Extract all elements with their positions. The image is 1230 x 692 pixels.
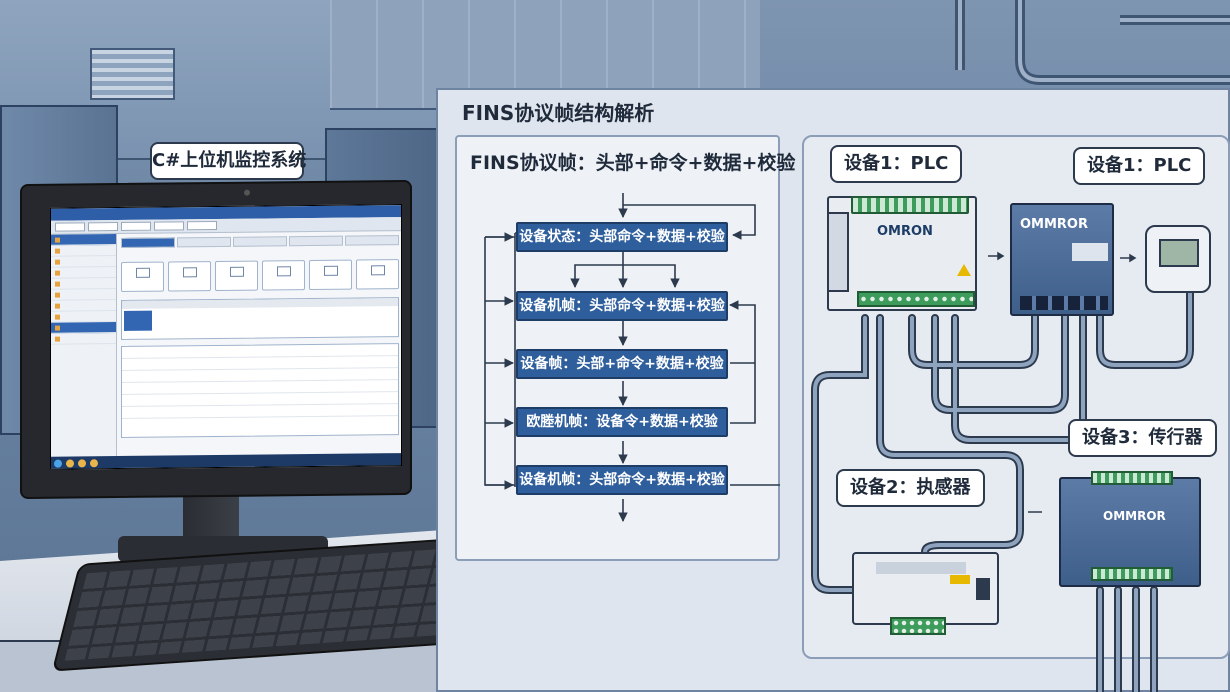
flow-step-device-frame: 设备机帧：头部命令+数据+校验 xyxy=(516,291,728,321)
flow-connectors xyxy=(484,193,780,522)
sidebar-item[interactable] xyxy=(51,311,116,323)
device-icon xyxy=(229,266,244,277)
terminal-block xyxy=(851,196,969,214)
app-tab[interactable] xyxy=(289,235,343,247)
device2-label: 设备2：执感器 xyxy=(836,469,985,507)
monitor-screen xyxy=(50,204,402,470)
sidebar-item[interactable] xyxy=(51,333,116,345)
sidebar-item[interactable] xyxy=(51,322,116,334)
device-icon xyxy=(135,267,150,278)
plc-device-2: OMMROR xyxy=(1010,203,1114,316)
app-tab[interactable] xyxy=(345,235,399,246)
actuator-device xyxy=(852,552,999,635)
toolbar-button[interactable] xyxy=(55,222,85,232)
status-panel xyxy=(121,297,399,340)
app-tab[interactable] xyxy=(177,236,231,248)
sidebar-item[interactable] xyxy=(51,267,116,279)
toolbar-button[interactable] xyxy=(154,221,184,231)
device-card[interactable] xyxy=(356,259,399,290)
toolbar-button[interactable] xyxy=(88,222,118,232)
plc-side-module xyxy=(827,212,849,292)
toolbar-button[interactable] xyxy=(121,221,151,231)
device-icon xyxy=(323,265,338,276)
app-toolbar xyxy=(51,217,402,235)
monitor-system-label: C#上位机监控系统 xyxy=(150,142,306,180)
terminal-block xyxy=(1091,471,1173,485)
plc-brand: OMRON xyxy=(877,224,933,239)
app-main-area xyxy=(121,235,399,452)
taskbar xyxy=(51,453,402,470)
background-pipes xyxy=(955,0,1230,85)
taskbar-app-icon[interactable] xyxy=(78,459,86,468)
device-card[interactable] xyxy=(262,260,305,291)
device-icon xyxy=(182,267,197,278)
monitor xyxy=(20,179,412,500)
terminal-block xyxy=(890,617,946,635)
monitor-stand-neck xyxy=(183,495,239,543)
plc2-brand: OMMROR xyxy=(1020,217,1088,232)
actuator-top xyxy=(876,562,966,574)
plc2-nameplate xyxy=(1072,243,1108,261)
toolbar-button[interactable] xyxy=(187,220,217,231)
webcam-icon xyxy=(244,189,250,196)
sensor-brand: OMMROR xyxy=(1103,509,1166,523)
plc-device-1: OMRON xyxy=(827,196,977,311)
app-sidebar xyxy=(51,234,117,457)
status-highlight-cell xyxy=(124,310,152,331)
flow-step-device-frame-2: 设备帧：头部+命令+数据+校验 xyxy=(516,349,728,379)
device-card[interactable] xyxy=(215,260,258,292)
device-card[interactable] xyxy=(309,259,352,291)
warning-icon xyxy=(957,264,971,276)
plc2-ports xyxy=(1020,296,1108,310)
flow-step-omron-frame: 欧塍机帧：设备令+数据+校验 xyxy=(516,407,728,437)
actuator-indicator xyxy=(950,575,970,584)
sidebar-item[interactable] xyxy=(51,245,116,257)
hmi-display-device xyxy=(1145,225,1211,293)
sidebar-item[interactable] xyxy=(51,289,116,301)
terminal-block xyxy=(1091,567,1173,581)
sidebar-item[interactable] xyxy=(51,234,116,246)
wall-vent xyxy=(90,48,175,100)
device-card[interactable] xyxy=(168,261,211,292)
device-icon xyxy=(370,265,385,276)
terminal-block xyxy=(857,291,975,307)
device1-plc-label-2: 设备1：PLC xyxy=(1073,147,1206,185)
device-card[interactable] xyxy=(121,261,164,292)
fins-frame-subtitle: FINS协议帧：头部+命令+数据+校验 xyxy=(470,152,796,174)
device1-plc-label: 设备1：PLC xyxy=(830,145,963,183)
app-tabs xyxy=(121,235,399,248)
sidebar-item[interactable] xyxy=(51,300,116,312)
actuator-switch xyxy=(976,578,990,600)
device-card-row xyxy=(121,259,399,292)
taskbar-app-icon[interactable] xyxy=(66,459,74,468)
app-tab[interactable] xyxy=(121,237,175,248)
sensor-device: OMMROR xyxy=(1059,471,1201,587)
status-panel-header xyxy=(122,298,398,309)
taskbar-app-icon[interactable] xyxy=(90,459,98,468)
device-icon xyxy=(276,266,291,277)
hmi-screen xyxy=(1159,239,1199,267)
table-row xyxy=(122,404,398,419)
sidebar-item[interactable] xyxy=(51,256,116,268)
start-icon[interactable] xyxy=(54,459,62,468)
flow-step-device-frame-3: 设备机帧：头部命令+数据+校验 xyxy=(516,465,728,495)
fins-heading: FINS协议帧结构解析 xyxy=(462,101,655,125)
data-table xyxy=(121,343,399,438)
app-tab[interactable] xyxy=(233,236,287,247)
sidebar-item[interactable] xyxy=(51,278,116,290)
flow-step-device-status: 设备状态：头部命令+数据+校验 xyxy=(516,222,728,252)
device3-label: 设备3：传行器 xyxy=(1068,419,1217,457)
